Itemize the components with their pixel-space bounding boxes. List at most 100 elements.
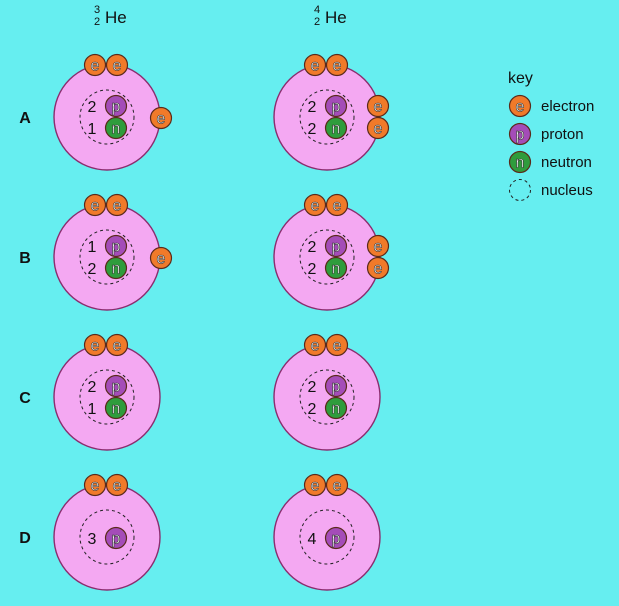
atomic-number: 2 [314,16,320,28]
electron-symbol: e [333,478,342,495]
electron: e [105,333,129,357]
neutron-circle [104,116,128,140]
electron: e [325,193,349,217]
nucleus-outline [299,369,355,425]
neutron: n [104,256,128,280]
neutron-symbol: n [112,261,121,278]
proton-count: 1 [88,239,97,256]
electron: e [105,473,129,497]
atom-shell [273,343,381,451]
proton-symbol: p [112,239,121,256]
row-label-B: B [19,250,31,267]
proton-count: 2 [308,239,317,256]
proton: p [324,94,348,118]
proton-symbol: p [332,531,341,548]
proton-count: 4 [308,531,317,548]
electron-circle [508,94,532,118]
electron-circle [325,53,349,77]
electron: e [303,333,327,357]
neutron-circle [104,256,128,280]
element-symbol: He [325,8,347,27]
nucleus-outline [79,509,135,565]
electron-circle [303,193,327,217]
electron: e [366,234,390,258]
electron-symbol: e [91,338,100,355]
electron-circle [366,256,390,280]
neutron-symbol: n [112,121,121,138]
proton-symbol: p [112,379,121,396]
neutron-symbol: n [332,401,341,418]
neutron: n [324,396,348,420]
proton-circle [324,234,348,258]
nucleus-outline [299,229,355,285]
electron-swatch: e [508,94,532,118]
electron-circle [83,333,107,357]
electron: e [105,53,129,77]
electron-circle [325,193,349,217]
proton-swatch: p [508,122,532,146]
proton-count: 2 [308,99,317,116]
neutron-circle [324,116,348,140]
electron-symbol: e [113,478,122,495]
electron-circle [303,473,327,497]
atom-shell [53,63,161,171]
electron-circle [105,193,129,217]
row-label-D: D [19,530,31,547]
proton-symbol: p [516,127,525,144]
neutron: n [104,116,128,140]
electron-circle [149,246,173,270]
proton: p [104,94,128,118]
proton-count: 2 [88,379,97,396]
electron: e [303,473,327,497]
electron: e [366,94,390,118]
atom-shell [53,343,161,451]
proton-circle [104,94,128,118]
neutron-count: 2 [88,261,97,278]
electron-circle [83,53,107,77]
electron-symbol: e [374,261,383,278]
neutron-circle [324,396,348,420]
electron-symbol: e [374,239,383,256]
proton-circle [324,374,348,398]
mass-number: 4 [314,4,320,16]
electron-circle [366,94,390,118]
neutron-circle [508,150,532,174]
electron: e [149,246,173,270]
proton-symbol: p [112,531,121,548]
electron: e [366,256,390,280]
neutron-symbol: n [332,261,341,278]
electron-symbol: e [333,338,342,355]
electron: e [325,333,349,357]
neutron-symbol: n [112,401,121,418]
electron-symbol: e [311,478,320,495]
proton-circle [508,122,532,146]
key-label-neutron: neutron [541,154,592,171]
electron-symbol: e [91,478,100,495]
electron-circle [366,116,390,140]
element-symbol: He [105,8,127,27]
neutron-symbol: n [332,121,341,138]
atomic-number: 2 [94,16,100,28]
electron: e [83,473,107,497]
electron: e [149,106,173,130]
proton-symbol: p [112,99,121,116]
electron-symbol: e [113,338,122,355]
key-title: key [508,70,533,87]
electron: e [105,193,129,217]
electron-symbol: e [91,198,100,215]
electron: e [303,53,327,77]
electron-circle [325,473,349,497]
proton: p [324,526,348,550]
neutron: n [324,116,348,140]
neutron-count: 1 [88,401,97,418]
